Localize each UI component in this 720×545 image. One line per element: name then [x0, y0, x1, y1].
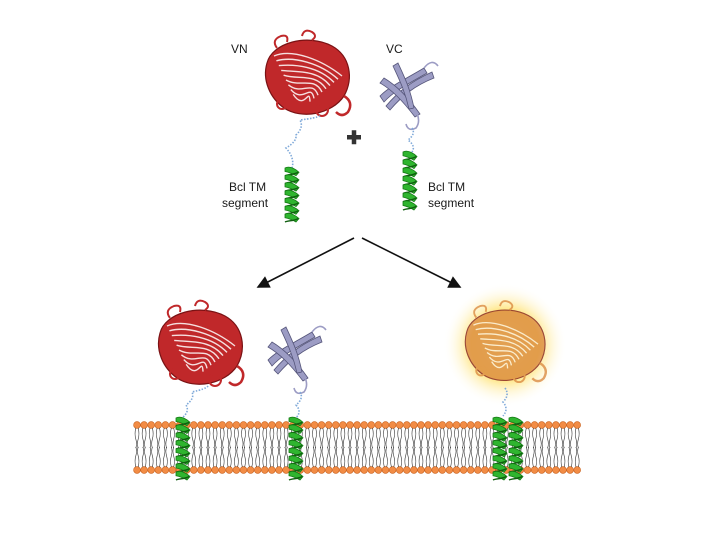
membrane-vc-helix: [288, 416, 304, 481]
complex-helix-1: [492, 416, 508, 481]
left-tm-label-line1: Bcl TM: [229, 180, 267, 194]
arrow-down-right-icon: [361, 237, 462, 288]
right-tm-label-line2: segment: [428, 196, 475, 210]
membrane-vn-linker: [181, 385, 209, 419]
membrane-vn-protein: [157, 299, 245, 387]
left-tm-label-line2: segment: [222, 196, 269, 210]
complex-helix-2: [508, 416, 524, 481]
complex-protein: [464, 300, 548, 384]
vn-tm-helix: [284, 166, 300, 223]
plus-icon: [347, 130, 361, 145]
complex-linker: [501, 387, 508, 417]
vc-tm-helix: [402, 150, 418, 211]
arrow-down-left-icon: [256, 237, 355, 288]
membrane-vc-linker: [294, 391, 303, 419]
vc-linker: [406, 127, 415, 153]
vc-label: VC: [386, 42, 403, 56]
vn-label: VN: [231, 42, 248, 56]
membrane-vc-protein: [267, 325, 327, 395]
vn-linker: [284, 115, 321, 169]
vn-protein: [264, 29, 352, 117]
membrane-vn-helix: [175, 416, 191, 481]
vc-protein: [379, 61, 439, 131]
lipid-tails: [134, 427, 580, 468]
right-tm-label-line1: Bcl TM: [428, 180, 466, 194]
